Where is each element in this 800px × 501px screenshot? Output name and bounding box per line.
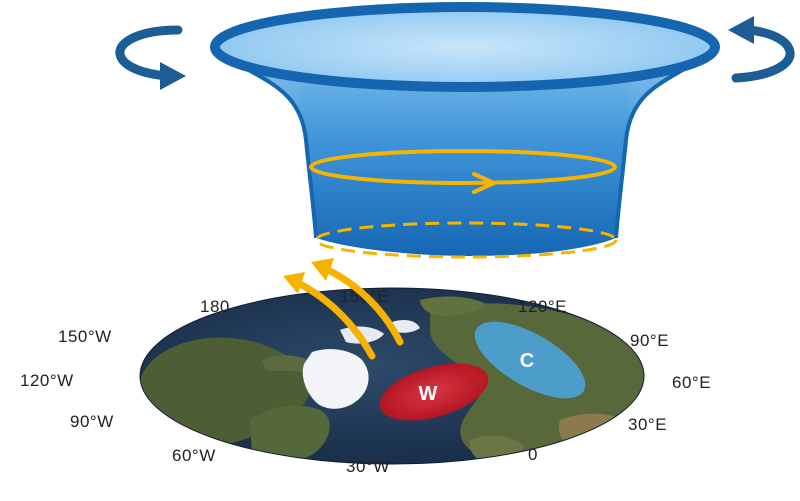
lon-label-30w: 30°W xyxy=(346,457,390,476)
ice-patch-2 xyxy=(392,320,420,333)
lon-label-90w: 90°W xyxy=(70,412,114,431)
warm-anomaly-label: W xyxy=(419,383,438,405)
lon-label-90e: 90°E xyxy=(630,331,669,350)
lon-label-30e: 30°E xyxy=(628,415,667,434)
flux-arrow-head-icon xyxy=(311,258,334,281)
rotation-arrow-icon xyxy=(728,16,795,83)
flux-arrow-head-icon xyxy=(283,272,305,294)
flux-arrows xyxy=(283,258,404,360)
land-north-america-east xyxy=(250,405,330,464)
cold-anomaly-label: C xyxy=(520,350,534,372)
warm-anomaly: W xyxy=(379,363,489,421)
flux-arrow-icon xyxy=(296,280,376,360)
vortex-top-rim xyxy=(210,2,720,92)
longitude-labels: 180 150°E 120°E 150°W 90°E 120°W 60°E 90… xyxy=(20,287,711,476)
lon-label-0: 0 xyxy=(528,445,538,464)
flux-arrow-icon xyxy=(324,266,404,346)
lon-label-150w: 150°W xyxy=(58,327,112,346)
rotation-arrows xyxy=(115,16,795,90)
ice-greenland xyxy=(302,349,369,409)
vortex-bottom-ring xyxy=(314,221,618,259)
lon-label-60e: 60°E xyxy=(672,373,711,392)
lon-label-120w: 120°W xyxy=(20,371,74,390)
polar-vortex-funnel xyxy=(210,2,720,259)
ring-direction-arrow-icon xyxy=(472,172,496,194)
lon-label-120e: 120°E xyxy=(518,297,567,316)
lon-label-180: 180 xyxy=(200,297,230,316)
land-asia-north xyxy=(420,296,486,316)
vortex-ring xyxy=(309,149,617,185)
lon-label-60w: 60°W xyxy=(172,446,216,465)
cold-anomaly: C xyxy=(474,321,586,399)
land-arctic-islands xyxy=(262,355,312,372)
land-desert xyxy=(558,413,630,451)
rotation-arrow-icon xyxy=(115,25,186,90)
